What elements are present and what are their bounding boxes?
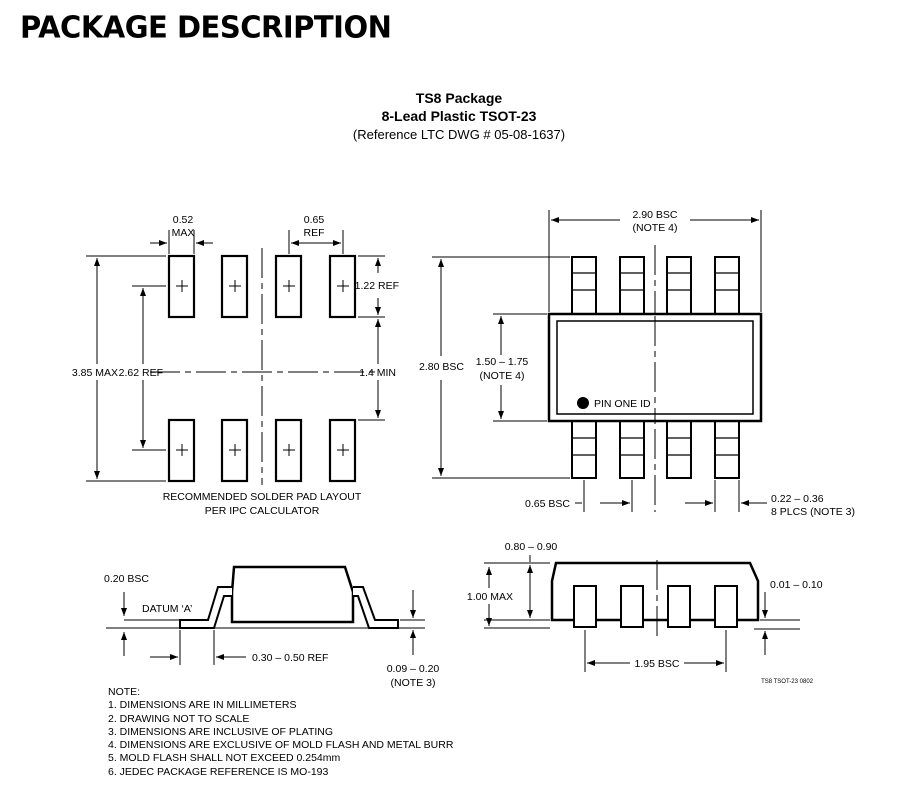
foot-length-dim: 0.30 – 0.50 REF	[252, 652, 328, 664]
side-view	[106, 565, 425, 665]
pin-one-label: PIN ONE ID	[594, 398, 651, 410]
datum-label: DATUM ‘A’	[142, 603, 192, 615]
solder-pad-layout	[86, 230, 385, 485]
clearance-dim: 0.01 – 0.10	[770, 579, 823, 591]
body-width-dim: 2.90 BSC	[633, 209, 678, 221]
solder-pad-labels: 0.52 MAX 0.65 REF 1.22 REF 3.85 MAX 2.62…	[72, 214, 399, 517]
pad-width-dim-suffix: MAX	[172, 227, 195, 239]
pin-one-dot	[577, 397, 589, 409]
notes-block: NOTE: 1. DIMENSIONS ARE IN MILLIMETERS 2…	[108, 686, 453, 779]
lead-width-note: 8 PLCS (NOTE 3)	[771, 506, 855, 518]
note-3: 3. DIMENSIONS ARE INCLUSIVE OF PLATING	[108, 725, 334, 738]
note-6: 6. JEDEC PACKAGE REFERENCE IS MO-193	[108, 765, 329, 778]
body-width-note: (NOTE 4)	[633, 222, 678, 234]
body-length-dim: 1.50 – 1.75	[476, 356, 529, 368]
standoff-dim: 0.20 BSC	[104, 573, 149, 585]
max-height-dim: 1.00 MAX	[467, 591, 513, 603]
pad-length-dim: 1.22 REF	[355, 280, 399, 292]
lead-thickness-note: (NOTE 3)	[391, 677, 436, 689]
top-view	[432, 210, 767, 512]
note-2: 2. DRAWING NOT TO SCALE	[108, 712, 250, 725]
pad-caption-2: PER IPC CALCULATOR	[205, 505, 320, 517]
pad-caption-1: RECOMMENDED SOLDER PAD LAYOUT	[163, 491, 362, 503]
package-subtitle: 8-Lead Plastic TSOT-23	[381, 108, 537, 124]
package-title: TS8 Package	[415, 90, 503, 106]
pad-pitch-dim-suffix: REF	[304, 227, 325, 239]
side-view-labels: 0.20 BSC DATUM ‘A’ 0.30 – 0.50 REF 0.09 …	[104, 573, 439, 689]
total-length-dim: 2.80 BSC	[419, 361, 464, 373]
body-height-dim: 0.80 – 0.90	[505, 541, 558, 553]
top-view-labels: 2.90 BSC (NOTE 4) 2.80 BSC 1.50 – 1.75 (…	[419, 209, 855, 518]
page-heading: PACKAGE DESCRIPTION	[20, 9, 392, 45]
note-1: 1. DIMENSIONS ARE IN MILLIMETERS	[108, 699, 297, 712]
pad-pitch-dim: 0.65	[304, 214, 325, 226]
ref-dim: 2.62 REF	[119, 367, 163, 379]
gap-dim: 1.4 MIN	[359, 367, 396, 379]
overall-dim: 3.85 MAX	[72, 367, 118, 379]
drawing-id: TS8 TSOT-23 0802	[761, 679, 814, 685]
lead-width-dim: 0.22 – 0.36	[771, 493, 824, 505]
pad-width-dim: 0.52	[173, 214, 194, 226]
notes-header: NOTE:	[108, 686, 141, 698]
note-4: 4. DIMENSIONS ARE EXCLUSIVE OF MOLD FLAS…	[108, 739, 454, 752]
lead-span-dim: 1.95 BSC	[635, 658, 680, 670]
end-view	[484, 555, 800, 672]
lead-pitch-dim: 0.65 BSC	[525, 498, 570, 510]
package-reference: (Reference LTC DWG # 05-08-1637)	[352, 127, 566, 142]
note-5: 5. MOLD FLASH SHALL NOT EXCEED 0.254mm	[108, 752, 341, 765]
lead-thickness-dim: 0.09 – 0.20	[387, 663, 440, 675]
top-pads	[167, 254, 357, 483]
body-length-note: (NOTE 4)	[480, 370, 525, 382]
end-view-labels: 0.80 – 0.90 1.00 MAX 0.01 – 0.10 1.95 BS…	[467, 541, 823, 685]
